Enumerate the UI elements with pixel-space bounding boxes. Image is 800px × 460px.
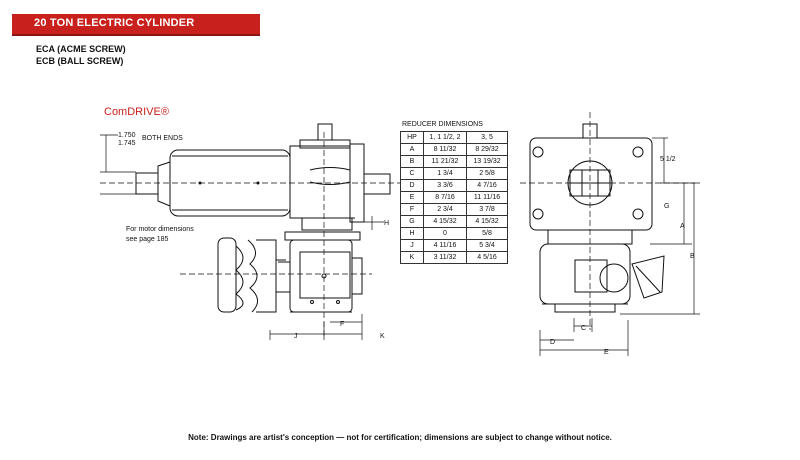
dim-label-a: A	[680, 223, 685, 230]
table-row: J 4 11/16 5 3/4	[400, 239, 508, 252]
side-view-cylinder	[135, 123, 391, 231]
table-row: H 0 5/8	[400, 227, 508, 240]
table-cell: 11 11/16	[466, 191, 508, 204]
table-cell: 13 19/32	[466, 155, 508, 168]
dim-label-5-1-2: 5 1/2	[660, 156, 676, 163]
table-cell: 8 7/16	[423, 191, 467, 204]
table-cell: C	[400, 167, 424, 180]
shaft-dim-top: 1.750	[118, 132, 136, 139]
table-cell: 2 5/8	[466, 167, 508, 180]
dim-label-e: E	[604, 349, 609, 356]
table-cell: A	[400, 143, 424, 156]
side-view-motor	[217, 237, 286, 313]
table-cell: 4 15/32	[466, 215, 508, 228]
table-title: REDUCER DIMENSIONS	[402, 121, 483, 128]
table-row: F 2 3/4 3 7/8	[400, 203, 508, 216]
table-header-cell: HP	[400, 131, 424, 144]
table-row: D 3 3/6 4 7/16	[400, 179, 508, 192]
motor-note-line-1: For motor dimensions	[126, 226, 194, 233]
table-cell: 8 29/32	[466, 143, 508, 156]
shaft-dim-note: BOTH ENDS	[142, 135, 183, 142]
table-cell: E	[400, 191, 424, 204]
table-row: C 1 3/4 2 5/8	[400, 167, 508, 180]
table-cell: 3 3/6	[423, 179, 467, 192]
dim-label-g: G	[664, 203, 669, 210]
dim-label-c: C	[581, 325, 586, 332]
subtitle-acme: ECA (ACME SCREW)	[36, 44, 126, 54]
reducer-dimensions-table: HP 1, 1 1/2, 2 3, 5 A 8 11/32 8 29/32 B …	[400, 131, 508, 264]
banner-title: 20 TON ELECTRIC CYLINDER	[34, 17, 195, 29]
table-row: B 11 21/32 13 19/32	[400, 155, 508, 168]
table-cell: D	[400, 179, 424, 192]
table-cell: B	[400, 155, 424, 168]
dim-label-h: H	[384, 220, 389, 227]
side-view-reducer	[278, 231, 363, 313]
table-cell: G	[400, 215, 424, 228]
table-cell: F	[400, 203, 424, 216]
footer-note: Note: Drawings are artist's conception —…	[188, 433, 612, 442]
table-cell: 0	[423, 227, 467, 240]
shaft-dim-bottom: 1.745	[118, 140, 136, 147]
table-row: G 4 15/32 4 15/32	[400, 215, 508, 228]
table-row: E 8 7/16 11 11/16	[400, 191, 508, 204]
dim-label-k: K	[380, 333, 385, 340]
table-cell: 11 21/32	[423, 155, 467, 168]
dim-label-d: D	[550, 339, 555, 346]
title-banner: 20 TON ELECTRIC CYLINDER	[12, 14, 260, 36]
table-cell: 4 5/16	[466, 251, 508, 264]
table-cell: 3 7/8	[466, 203, 508, 216]
motor-note-line-2: see page 185	[126, 236, 169, 243]
end-view-reducer	[539, 243, 665, 313]
dim-label-f: F	[340, 321, 344, 328]
table-header-row: HP 1, 1 1/2, 2 3, 5	[400, 131, 508, 144]
table-cell: 4 7/16	[466, 179, 508, 192]
table-cell: K	[400, 251, 424, 264]
table-cell: 3 11/32	[423, 251, 467, 264]
end-view-cylinder	[529, 123, 653, 245]
table-row: K 3 11/32 4 5/16	[400, 251, 508, 264]
table-cell: J	[400, 239, 424, 252]
table-cell: 5 3/4	[466, 239, 508, 252]
table-cell: 8 11/32	[423, 143, 467, 156]
table-row: A 8 11/32 8 29/32	[400, 143, 508, 156]
brand-name: ComDRIVE®	[104, 106, 169, 118]
dim-label-b: B	[690, 253, 695, 260]
table-header-cell: 3, 5	[466, 131, 508, 144]
table-cell: 2 3/4	[423, 203, 467, 216]
subtitle-ball: ECB (BALL SCREW)	[36, 56, 124, 66]
table-cell: H	[400, 227, 424, 240]
table-cell: 4 11/16	[423, 239, 467, 252]
table-cell: 1 3/4	[423, 167, 467, 180]
dim-label-j: J	[294, 333, 298, 340]
table-cell: 4 15/32	[423, 215, 467, 228]
table-cell: 5/8	[466, 227, 508, 240]
table-header-cell: 1, 1 1/2, 2	[423, 131, 467, 144]
